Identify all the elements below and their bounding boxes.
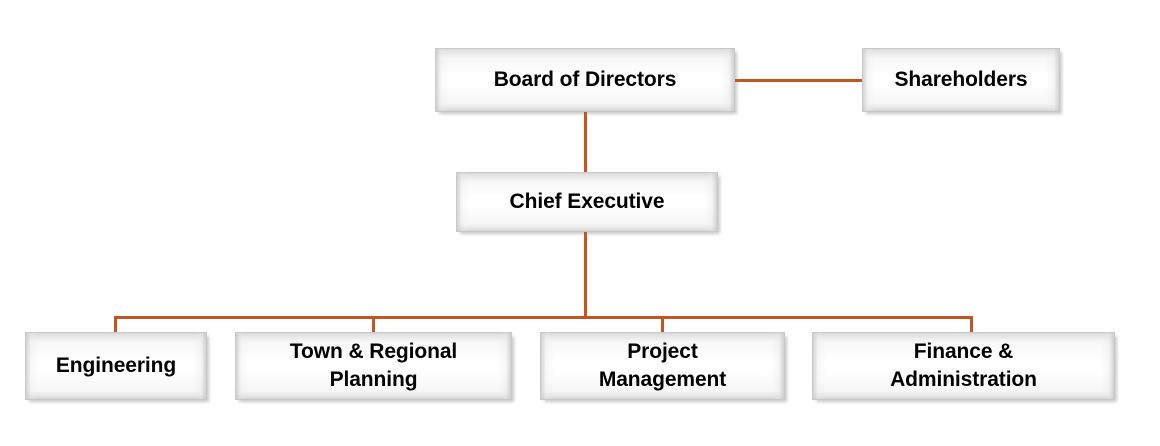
connector-board-to-ceo bbox=[584, 110, 587, 174]
node-chief-executive[interactable]: Chief Executive bbox=[456, 172, 718, 232]
connector-drop-planning bbox=[372, 316, 375, 334]
node-label-engineering: Engineering bbox=[55, 354, 177, 378]
connector-bus-bar bbox=[114, 316, 973, 319]
node-shareholders[interactable]: Shareholders bbox=[862, 48, 1060, 112]
node-board-of-directors[interactable]: Board of Directors bbox=[435, 48, 735, 112]
node-engineering[interactable]: Engineering bbox=[25, 332, 207, 400]
node-label-finance-and-administration: Finance & Administration bbox=[890, 340, 1037, 391]
node-label-project-management: Project Management bbox=[598, 340, 727, 391]
node-project-management[interactable]: Project Management bbox=[540, 332, 785, 400]
connector-drop-finance bbox=[970, 316, 973, 334]
node-label-town-and-regional-planning: Town & Regional Planning bbox=[289, 340, 458, 391]
connector-drop-engineering bbox=[114, 316, 117, 334]
node-finance-and-administration[interactable]: Finance & Administration bbox=[812, 332, 1115, 400]
node-town-and-regional-planning[interactable]: Town & Regional Planning bbox=[235, 332, 512, 400]
node-label-chief-executive: Chief Executive bbox=[509, 190, 665, 214]
node-label-board-of-directors: Board of Directors bbox=[493, 68, 677, 92]
connector-drop-projects bbox=[661, 316, 664, 334]
connector-board-to-shareholders bbox=[731, 79, 864, 82]
node-label-shareholders: Shareholders bbox=[894, 68, 1028, 92]
connector-ceo-to-bus bbox=[584, 230, 587, 319]
